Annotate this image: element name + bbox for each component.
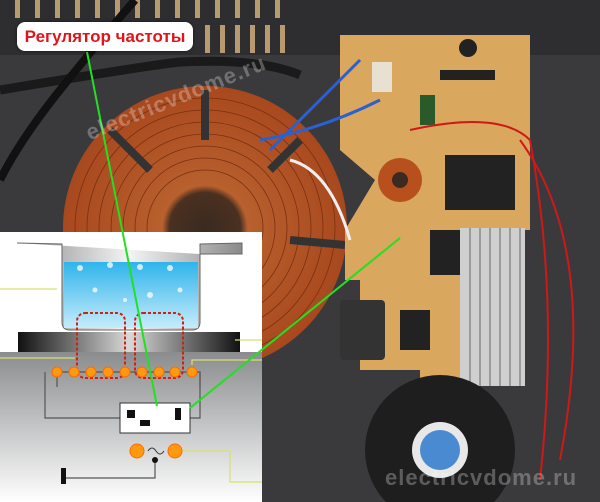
control-board: [340, 35, 530, 390]
wires: [259, 58, 575, 481]
watermark: electricvdome.ru: [385, 465, 578, 490]
power-cable: [0, 56, 302, 95]
pointer-lines: [86, 51, 401, 409]
heatsink: [460, 228, 525, 386]
frequency-regulator-label: Регулятор частоты: [17, 22, 193, 51]
cooling-fan: [365, 375, 515, 502]
